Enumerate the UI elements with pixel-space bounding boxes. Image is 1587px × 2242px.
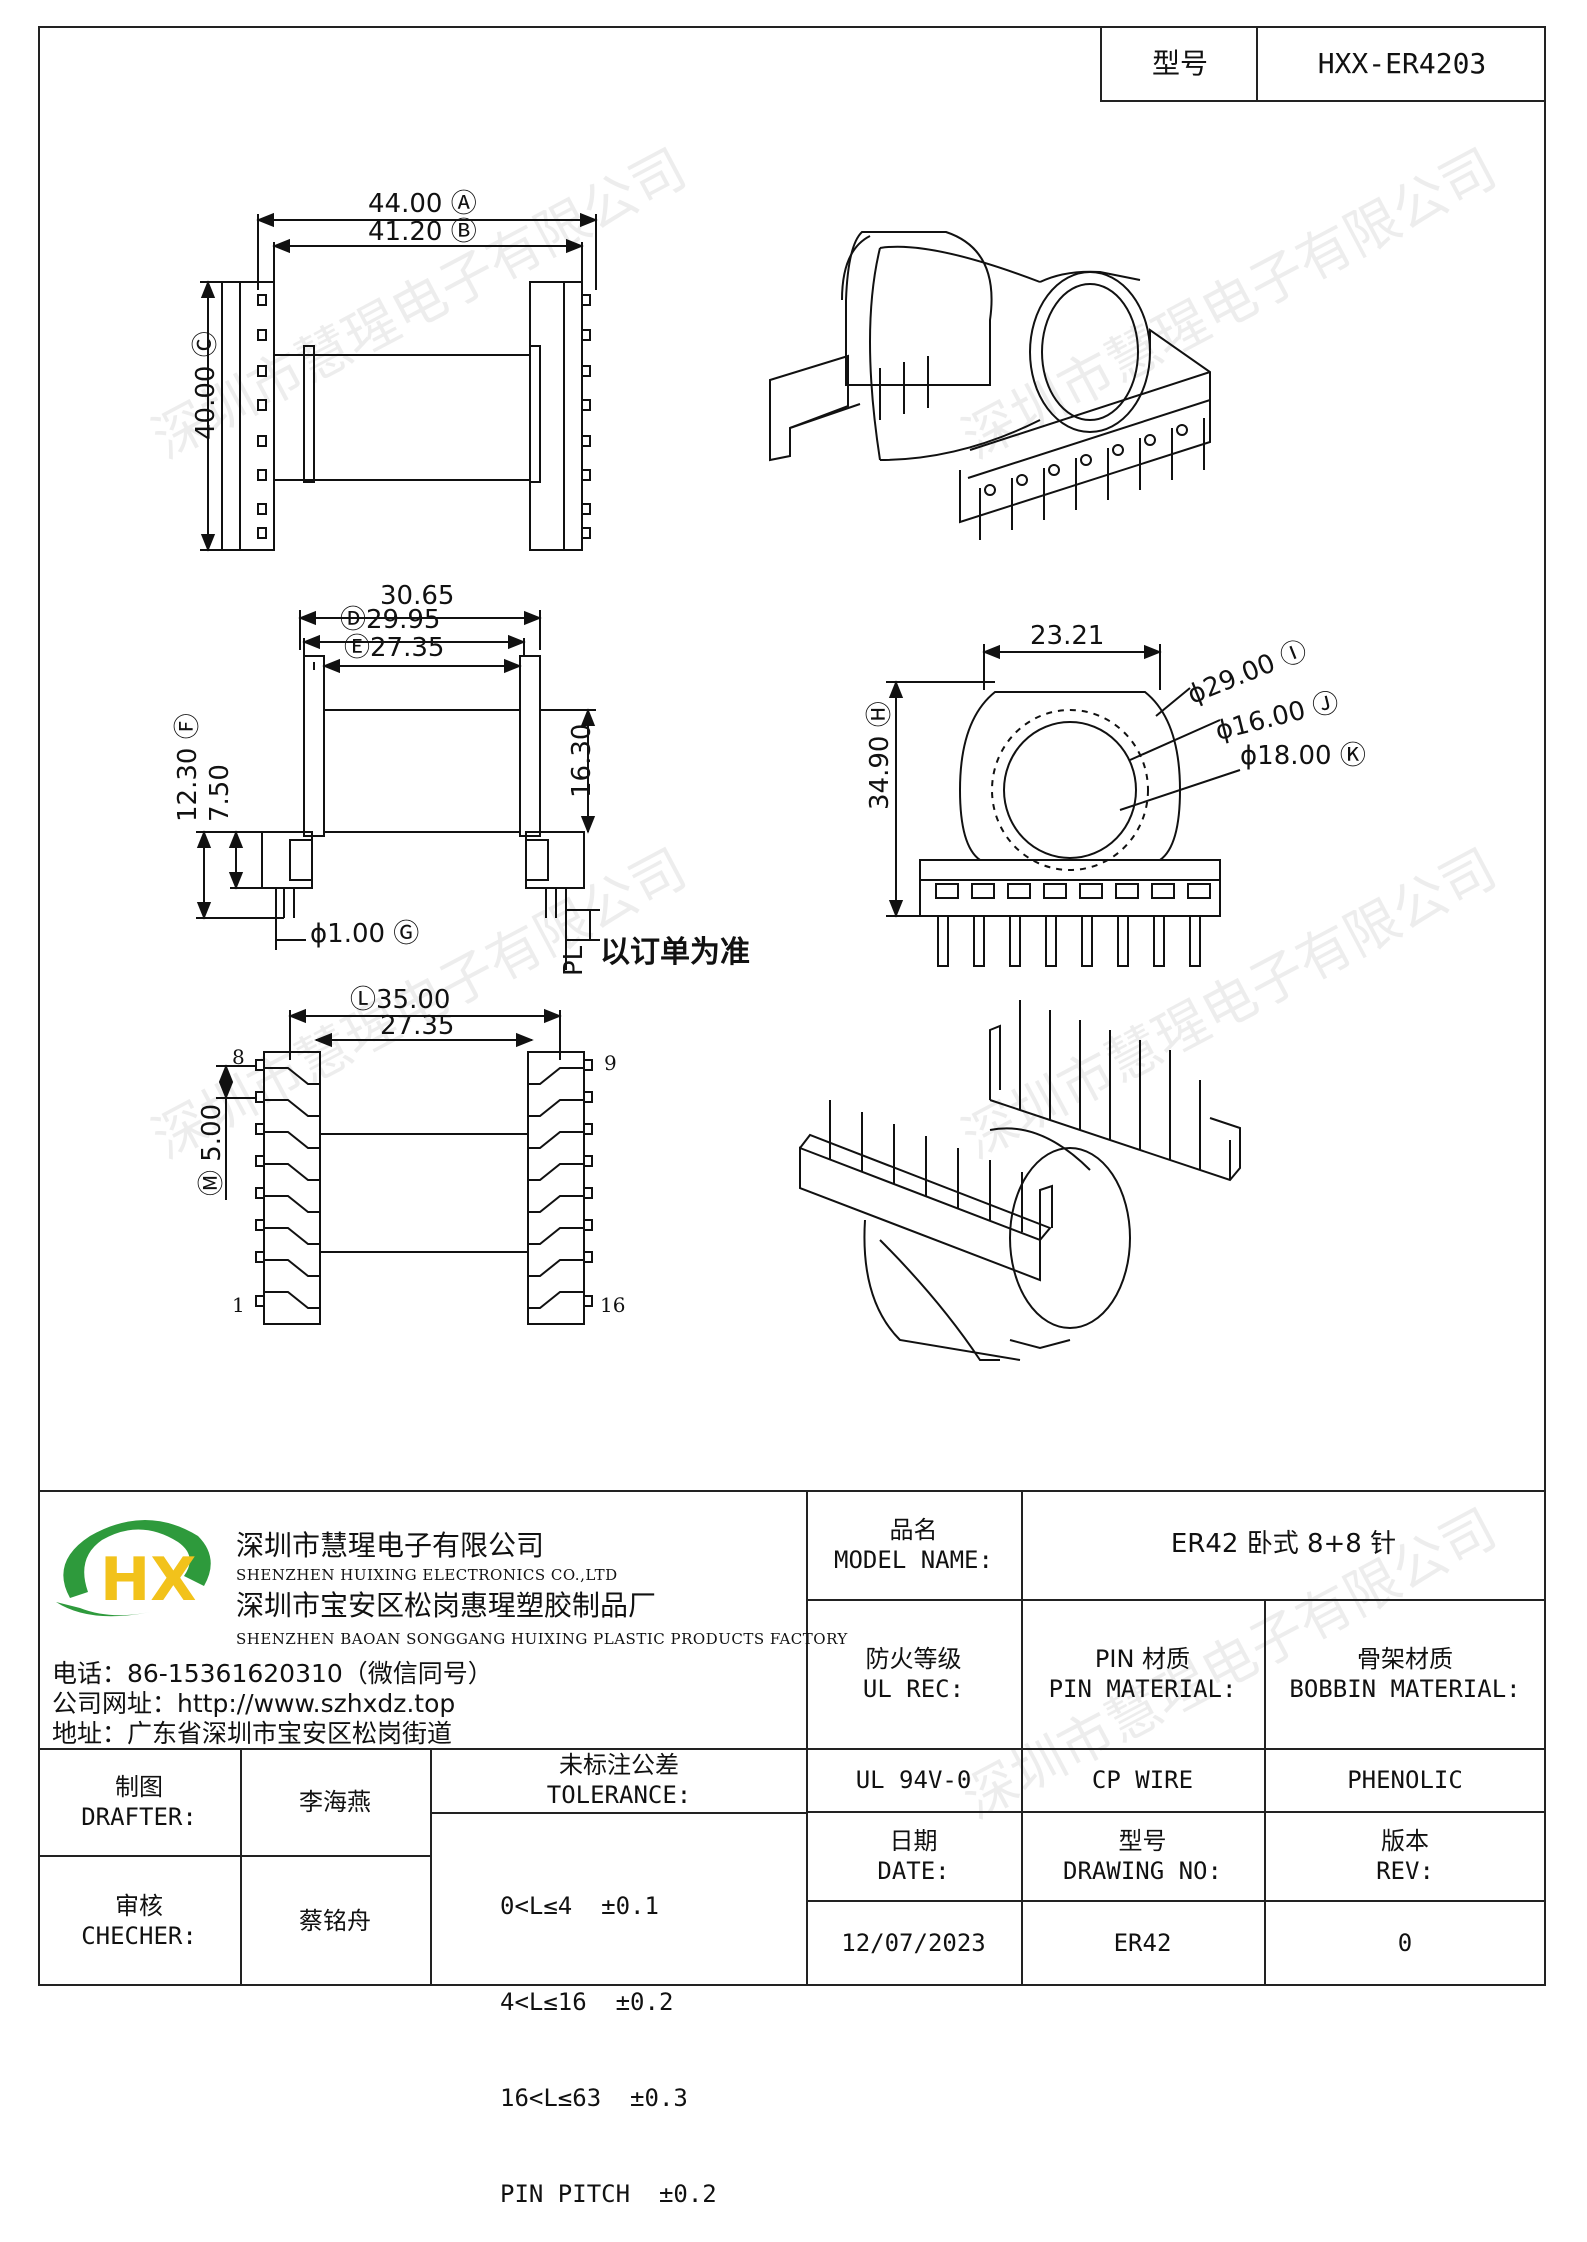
tolerance-label-cn: 未标注公差 [559, 1751, 679, 1779]
tolerance-row: 0<L≤4 ±0.1 [500, 1892, 659, 1920]
pl-label: PL [559, 945, 589, 976]
pin-16-label: 16 [600, 1293, 625, 1317]
divider [38, 1855, 432, 1857]
dim-h3-label: 16.30 [567, 724, 597, 798]
drawing-no-label-cn: 型号 [1118, 1826, 1167, 1855]
pin-material-label-cn: PIN 材质 [1094, 1644, 1191, 1673]
top-view [200, 212, 598, 552]
dim-l-label: Ⓛ35.00 [350, 985, 450, 1015]
company-website: 公司网址：http://www.szhxdz.top [52, 1689, 456, 1718]
pin-9-label: 9 [604, 1051, 617, 1075]
dim-b-label: 41.20 Ⓑ [368, 217, 477, 247]
tolerance-label-en: TOLERANCE: [546, 1781, 692, 1809]
end-width-label: 23.21 [1030, 621, 1104, 651]
dim-total-label: 30.65 [380, 581, 454, 611]
rev-label-en: REV: [1376, 1856, 1434, 1885]
divider [430, 1748, 432, 1986]
rev-label-cn: 版本 [1381, 1826, 1429, 1855]
end-view [886, 644, 1241, 967]
bobbin-material-label-cn: 骨架材质 [1357, 1644, 1453, 1673]
divider [432, 1812, 806, 1814]
date-label-cn: 日期 [889, 1826, 938, 1855]
dia-j-label: ϕ16.00 Ⓙ [1212, 687, 1341, 747]
dim-d-label: Ⓓ29.95 [340, 605, 440, 635]
drawing-no-label: 型号 DRAWING NO: [1021, 1811, 1264, 1900]
pin-diameter-label: ϕ1.00 Ⓖ [310, 919, 419, 949]
logo-text: HX [100, 1545, 196, 1615]
date-value: 12/07/2023 [841, 1929, 986, 1957]
dim-e-label: Ⓔ27.35 [344, 633, 444, 663]
company-address: 地址：广东省深圳市宝安区松岗街道 [52, 1719, 453, 1748]
fire-rating-label-cn: 防火等级 [865, 1644, 962, 1673]
drawing-no-value: ER42 [1113, 1929, 1172, 1957]
company-phone: 电话：86-15361620310（微信同号） [52, 1659, 493, 1688]
dia-k-label: ϕ18.00 Ⓚ [1240, 741, 1366, 771]
company-name-cn: 深圳市慧瑆电子有限公司 [236, 1529, 545, 1562]
checker-label-cn: 审核 [115, 1891, 163, 1920]
pin-material-label-en: PIN MATERIAL: [1048, 1674, 1237, 1703]
company-logo: HX [56, 1520, 211, 1617]
header-type-value: HXX-ER4203 [1256, 26, 1546, 102]
dim-a-label: 44.00 Ⓐ [368, 189, 477, 219]
model-name-label-en: MODEL NAME: [834, 1545, 993, 1574]
pl-note: 以订单为准 [600, 935, 750, 970]
date-label-en: DATE: [877, 1856, 950, 1885]
drawing-frame [38, 26, 1546, 1986]
divider [38, 1748, 1546, 1750]
company-name-en: SHENZHEN HUIXING ELECTRONICS CO.,LTD [236, 1566, 618, 1584]
checker-name: 蔡铭舟 [299, 1906, 371, 1935]
drafter-label-en: DRAFTER: [81, 1802, 197, 1831]
model-name-label: 品名 MODEL NAME: [806, 1490, 1021, 1599]
divider [806, 1599, 1546, 1601]
factory-name-en: SHENZHEN BAOAN SONGGANG HUIXING PLASTIC … [236, 1630, 848, 1648]
pin-material-value: CP WIRE [1091, 1765, 1194, 1794]
title-block-top-line [38, 1490, 1546, 1492]
checker-label: 审核 CHECHER: [38, 1855, 240, 1986]
date-label: 日期 DATE: [806, 1811, 1021, 1900]
pin-material-label: PIN 材质 PIN MATERIAL: [1021, 1599, 1264, 1748]
divider [806, 1811, 1546, 1813]
fire-rating-label-en: UL REC: [862, 1674, 965, 1703]
bobbin-material-value: PHENOLIC [1347, 1765, 1463, 1794]
pin-1-label: 1 [232, 1293, 245, 1317]
pin-8-label: 8 [232, 1045, 245, 1069]
fire-rating-value: UL 94V-0 [855, 1765, 972, 1794]
bobbin-material-label: 骨架材质 BOBBIN MATERIAL: [1264, 1599, 1546, 1748]
checker-label-en: CHECHER: [81, 1921, 197, 1950]
tolerance-row: 16<L≤63 ±0.3 [500, 2084, 688, 2112]
iso-view-bottom [799, 1000, 1241, 1361]
tolerance-list: 0<L≤4 ±0.1 4<L≤16 ±0.2 16<L≤63 ±0.3 PIN … [500, 1826, 717, 2242]
header-type-label: 型号 [1100, 26, 1258, 102]
tolerance-row: PIN PITCH ±0.2 [500, 2180, 717, 2208]
drawing-no-label-en: DRAWING NO: [1063, 1856, 1222, 1885]
technical-drawing: 44.00 Ⓐ 41.20 Ⓑ 40.00 Ⓒ 30.65 Ⓓ29.95 Ⓔ27… [173, 189, 1366, 1361]
divider [806, 1900, 1546, 1902]
bottom-view [216, 1008, 593, 1325]
model-name-label-cn: 品名 [889, 1515, 938, 1544]
dim-f-label: 12.30 Ⓕ [173, 713, 203, 822]
side-view [196, 610, 600, 970]
fire-rating-label: 防火等级 UL REC: [806, 1599, 1021, 1748]
dim-inner-label: 27.35 [380, 1011, 454, 1041]
iso-view-top [769, 231, 1211, 540]
drafter-name: 李海燕 [299, 1787, 371, 1816]
dim-c-label: 40.00 Ⓒ [191, 331, 221, 440]
divider [1264, 1599, 1266, 1986]
dim-m-label: Ⓜ 5.00 [197, 1104, 227, 1196]
divider [1021, 1490, 1023, 1986]
divider [806, 1490, 808, 1986]
factory-name-cn: 深圳市宝安区松岗惠瑆塑胶制品厂 [236, 1589, 657, 1622]
rev-value: 0 [1397, 1929, 1413, 1957]
end-height-label: 34.90 Ⓗ [865, 701, 895, 810]
model-name-value: ER42 卧式 8+8 针 [1170, 1529, 1397, 1560]
tolerance-label: 未标注公差 TOLERANCE: [432, 1748, 806, 1812]
drafter-label-cn: 制图 [115, 1772, 163, 1801]
bobbin-material-label-en: BOBBIN MATERIAL: [1289, 1674, 1521, 1703]
tolerance-row: 4<L≤16 ±0.2 [500, 1988, 674, 2016]
drafter-label: 制图 DRAFTER: [38, 1748, 240, 1855]
rev-label: 版本 REV: [1264, 1811, 1546, 1900]
dim-h2-label: 7.50 [205, 764, 235, 822]
divider [240, 1748, 242, 1986]
